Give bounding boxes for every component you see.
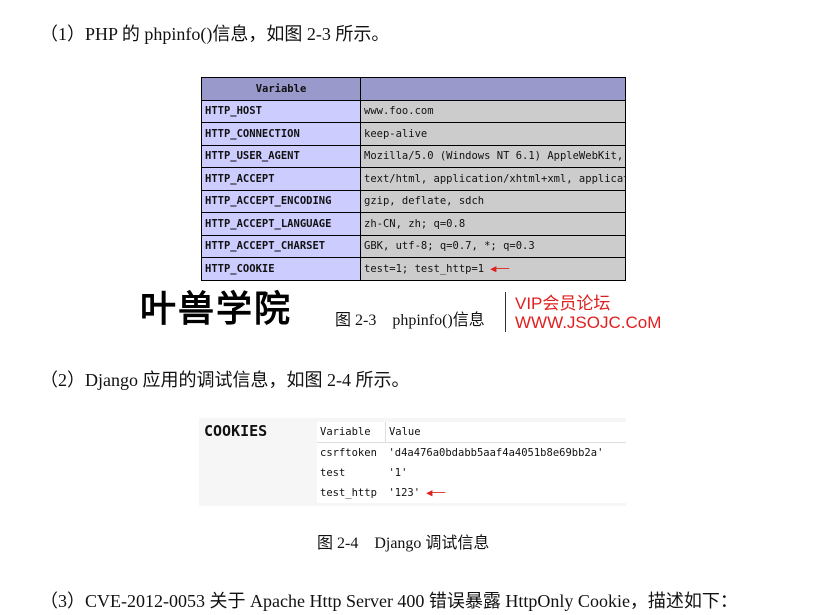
- cookie-value: '123': [388, 487, 421, 499]
- paragraph-1: （1）PHP 的 phpinfo()信息，如图 2-3 所示。: [40, 24, 390, 44]
- table-row: csrftoken 'd4a476a0bdabb5aaf4a4051b8e69bb…: [317, 443, 626, 464]
- figure-caption-2-4: 图 2-4 Django 调试信息: [317, 535, 490, 552]
- red-arrow-icon: ◀──: [426, 487, 446, 499]
- var-name: HTTP_ACCEPT_ENCODING: [201, 189, 361, 213]
- var-value: Mozilla/5.0 (Windows NT 6.1) AppleWebKit…: [360, 144, 626, 168]
- var-value: test=1; test_http=1 ◀──: [360, 257, 626, 281]
- var-value: gzip, deflate, sdch: [360, 189, 626, 213]
- var-name: test_http: [320, 487, 377, 499]
- figure-caption-2-3: 图 2-3 phpinfo()信息: [335, 312, 485, 329]
- var-value: 'd4a476a0bdabb5aaf4a4051b8e69bb2a': [388, 447, 604, 459]
- var-name: HTTP_CONNECTION: [201, 122, 361, 146]
- watermark-line2: WWW.JSOJC.CoM: [515, 313, 662, 332]
- var-name: HTTP_HOST: [201, 99, 361, 123]
- var-value: www.foo.com: [360, 99, 626, 123]
- table-header: Variable: [201, 77, 626, 101]
- header-value: Value: [385, 422, 626, 443]
- var-value: text/html, application/xhtml+xml, applic…: [360, 167, 626, 191]
- header-value: [360, 77, 626, 101]
- header-variable: Variable: [201, 77, 361, 101]
- watermark-line1: VIP会员论坛: [515, 294, 611, 313]
- cookie-value: test=1; test_http=1: [364, 262, 485, 275]
- var-name: HTTP_ACCEPT: [201, 167, 361, 191]
- var-name: HTTP_USER_AGENT: [201, 144, 361, 168]
- table-row: test_http '123' ◀──: [317, 483, 626, 503]
- var-value: '1': [388, 467, 408, 479]
- var-value: '123' ◀──: [385, 483, 626, 503]
- paragraph-2: （2）Django 应用的调试信息，如图 2-4 所示。: [40, 370, 410, 390]
- var-name: HTTP_COOKIE: [201, 257, 361, 281]
- var-name: HTTP_ACCEPT_LANGUAGE: [201, 212, 361, 236]
- var-value: GBK, utf-8; q=0.7, *; q=0.3: [360, 234, 626, 258]
- watermark-logo: 叶兽学院: [140, 288, 293, 330]
- cookies-title: COOKIES: [204, 422, 268, 440]
- watermark-divider: [505, 292, 506, 332]
- var-value: zh-CN, zh; q=0.8: [360, 212, 626, 236]
- var-name: csrftoken: [320, 447, 377, 459]
- var-name: HTTP_ACCEPT_CHARSET: [201, 234, 361, 258]
- var-name: test: [320, 467, 346, 479]
- paragraph-3: （3）CVE-2012-0053 关于 Apache Http Server 4…: [40, 591, 738, 611]
- var-value: keep-alive: [360, 122, 626, 146]
- header-variable: Variable: [317, 422, 386, 443]
- table-row: test '1': [317, 463, 626, 483]
- red-arrow-icon: ◀──: [490, 262, 510, 275]
